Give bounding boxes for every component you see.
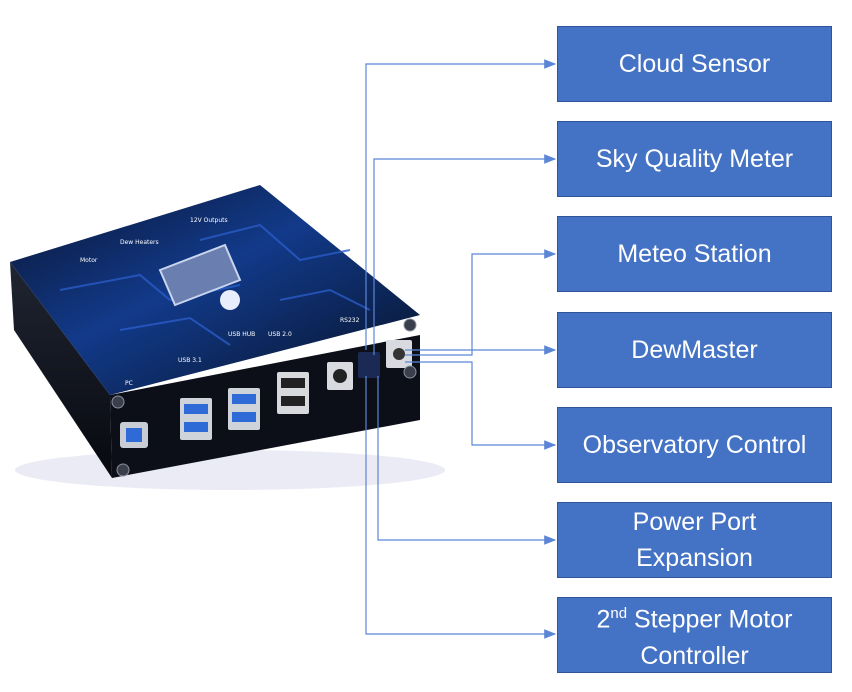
line-sky-quality-meter (373, 154, 557, 355)
box-meteo-station-label: Meteo Station (617, 240, 772, 268)
line-cloud-sensor (365, 59, 557, 350)
usb-b-insert (126, 428, 142, 442)
line-power-port-expansion (377, 376, 557, 545)
label-motor: Motor (80, 257, 98, 264)
device-left-side (10, 262, 112, 478)
label-12v-outputs: 12V Outputs (190, 217, 228, 224)
line-observatory-control (405, 361, 557, 450)
label-usb31: USB 3.1 (178, 357, 202, 364)
line-meteo-station (405, 249, 557, 356)
box-meteo-station: Meteo Station (557, 216, 832, 292)
box-cloud-sensor: Cloud Sensor (557, 26, 832, 102)
label-pc: PC (125, 380, 133, 387)
line-2nd-stepper (365, 376, 557, 639)
box-stepper-line2: Controller (640, 641, 749, 670)
box-sky-quality-meter: Sky Quality Meter (557, 121, 832, 197)
screws (111, 318, 417, 477)
box-observatory-control-label: Observatory Control (582, 431, 807, 459)
logo-badge (158, 243, 242, 307)
label-usb20: USB 2.0 (268, 331, 292, 338)
panel-labels: PC USB 3.1 USB HUB USB 2.0 RS232 Dew Hea… (80, 217, 360, 387)
box-2nd-stepper-motor-controller: 2nd Stepper Motor Controller (557, 597, 832, 673)
label-usb-hub: USB HUB (228, 331, 255, 338)
box-power-port-expansion: Power Port Expansion (557, 502, 832, 578)
label-dew-heaters: Dew Heaters (120, 239, 159, 246)
box-sky-quality-meter-label: Sky Quality Meter (595, 145, 794, 173)
box-observatory-control: Observatory Control (557, 407, 832, 483)
box-dewmaster-label: DewMaster (631, 336, 758, 364)
box-power-port-line2: Expansion (636, 544, 753, 572)
brand-logo-icon (220, 290, 240, 310)
box-dewmaster: DewMaster (557, 312, 832, 388)
rs232-port (358, 352, 380, 378)
box-stepper-line1: 2nd Stepper Motor (596, 605, 793, 634)
label-rs232: RS232 (340, 317, 360, 324)
box-cloud-sensor-label: Cloud Sensor (618, 50, 771, 78)
box-power-port-line1: Power Port (632, 508, 757, 536)
